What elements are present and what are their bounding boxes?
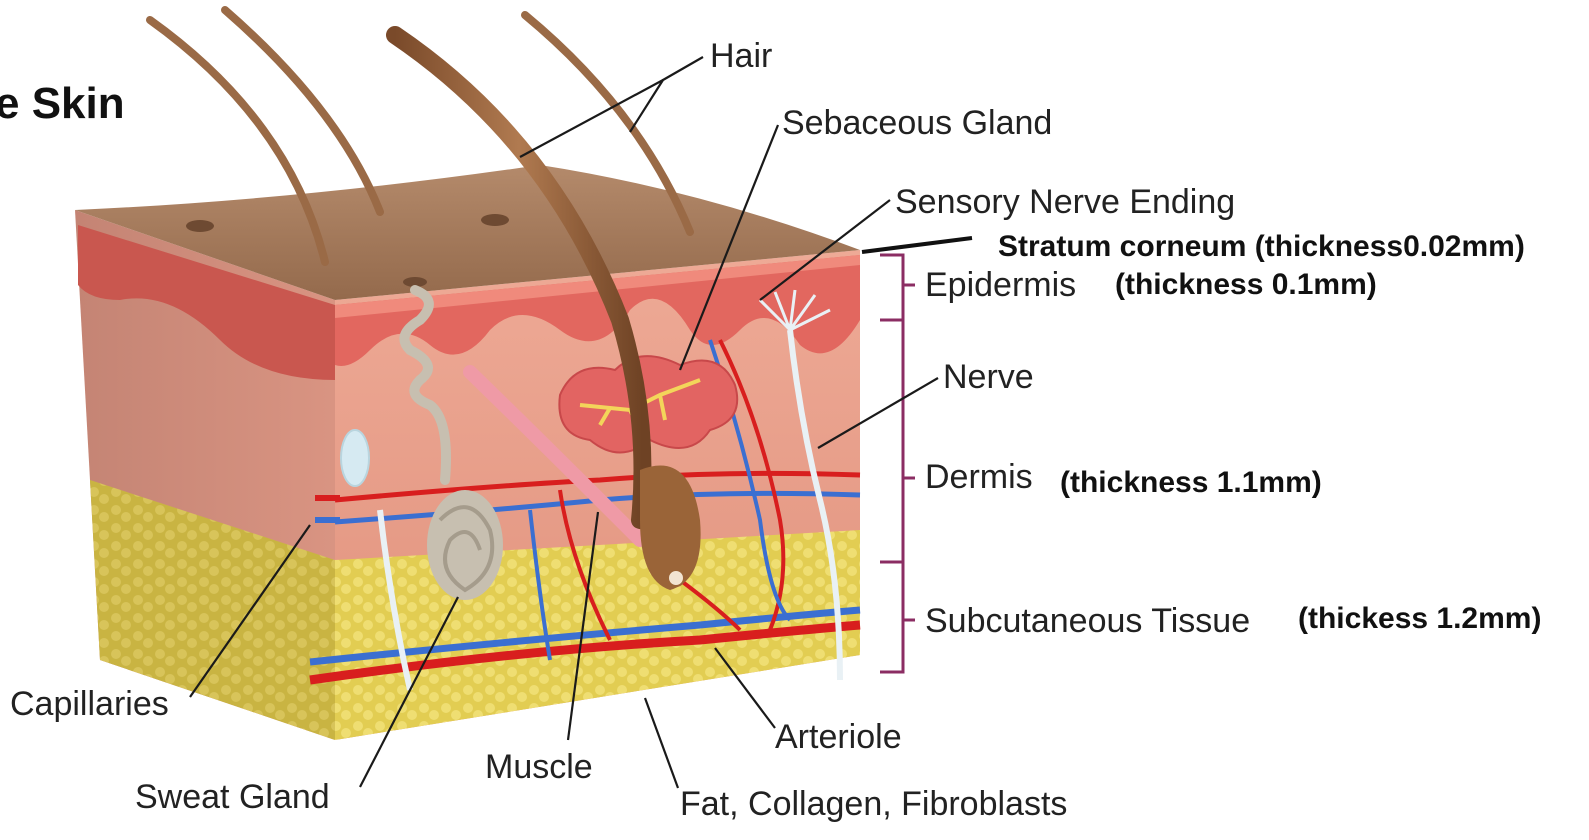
label-nerve: Nerve <box>943 358 1034 396</box>
label-sebaceous-gland: Sebaceous Gland <box>782 104 1052 142</box>
label-muscle: Muscle <box>485 748 593 786</box>
label-hair: Hair <box>710 37 772 75</box>
skin-block-side-face <box>75 210 335 740</box>
label-stratum-corneum: Stratum corneum (thickness0.02mm) <box>998 230 1525 263</box>
label-arteriole: Arteriole <box>775 718 902 756</box>
label-epidermis-thickness: (thickness 0.1mm) <box>1115 268 1377 301</box>
label-epidermis: Epidermis <box>925 266 1076 304</box>
label-capillaries: Capillaries <box>10 685 169 723</box>
label-subcutaneous-tissue: Subcutaneous Tissue <box>925 602 1250 640</box>
label-dermis-thickness: (thickness 1.1mm) <box>1060 466 1322 499</box>
label-sweat-gland: Sweat Gland <box>135 778 330 816</box>
label-dermis: Dermis <box>925 458 1033 496</box>
label-fat-collagen-fibroblasts: Fat, Collagen, Fibroblasts <box>680 785 1067 823</box>
layer-brackets <box>880 255 915 672</box>
label-sensory-nerve-ending: Sensory Nerve Ending <box>895 183 1235 221</box>
label-subcutaneous-thickness: (thickess 1.2mm) <box>1298 602 1541 635</box>
diagram-title: e Skin <box>0 79 125 128</box>
